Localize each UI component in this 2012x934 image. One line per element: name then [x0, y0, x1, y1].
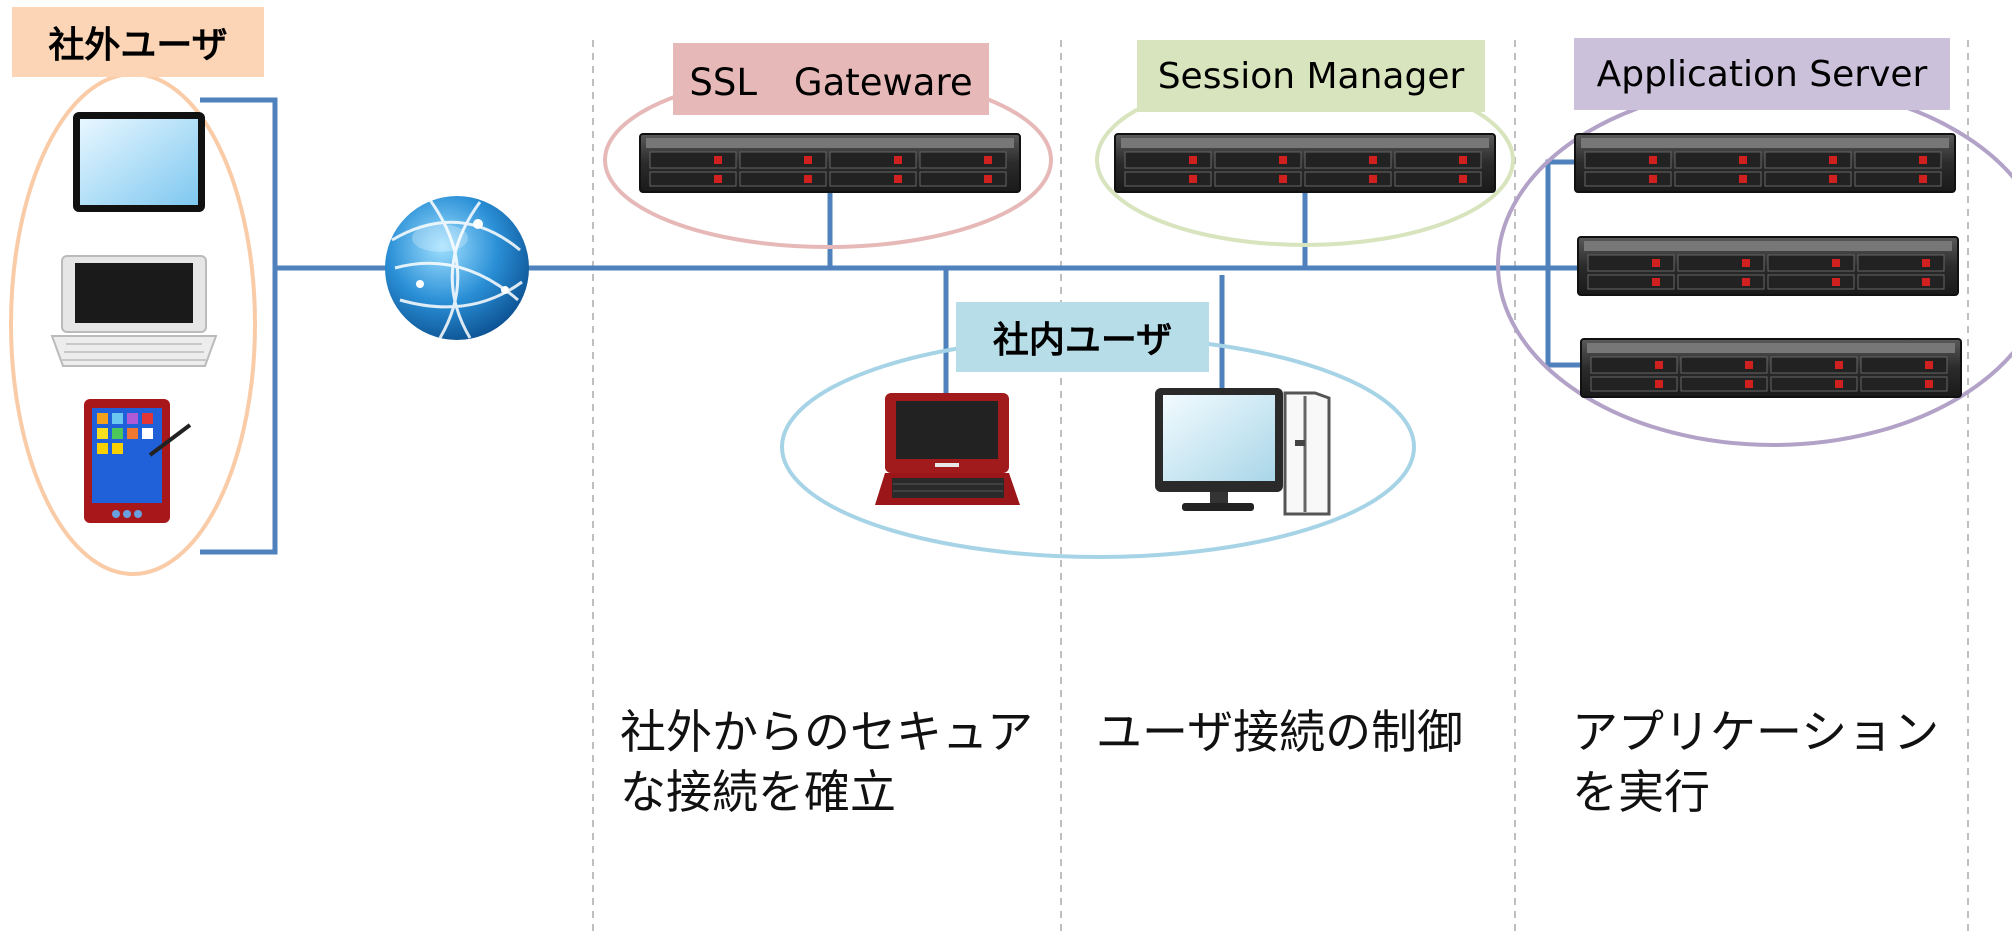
app-server-2-icon	[1577, 236, 1959, 296]
session-manager-label: Session Manager	[1137, 40, 1485, 112]
session-manager-description-line-1: ユーザ接続の制御	[1096, 705, 1464, 759]
external-users-label-text: 社外ユーザ	[48, 25, 228, 66]
application-server-label-text: Application Server	[1596, 53, 1928, 95]
external-users-label: 社外ユーザ	[12, 7, 264, 77]
app-server-1-icon	[1574, 133, 1956, 193]
desktop-pc-icon	[1155, 388, 1331, 516]
application-server-description-line-2: を実行	[1572, 765, 1710, 819]
network-connections	[200, 97, 1585, 555]
globe-icon	[385, 196, 529, 340]
laptop-icon	[875, 393, 1020, 505]
ssl-gateway-description: 社外からのセキュア な接続を確立	[620, 702, 1033, 822]
session-manager-server-icon	[1114, 133, 1496, 193]
app-server-bracket	[1545, 159, 1580, 368]
ssl-gateway-label-text: SSL Gateware	[689, 61, 973, 104]
external-users-bracket	[200, 97, 278, 555]
ssl-gateway-label: SSL Gateware	[673, 43, 989, 115]
internal-users-label-text: 社内ユーザ	[992, 320, 1173, 361]
ssl-gateway-description-line-1: 社外からのセキュア	[620, 705, 1034, 759]
ssl-gateway-server-icon	[639, 133, 1021, 193]
session-manager-label-text: Session Manager	[1157, 55, 1465, 97]
session-manager-description: ユーザ接続の制御	[1096, 702, 1463, 762]
internal-users-label: 社内ユーザ	[956, 302, 1209, 372]
application-server-description: アプリケーション を実行	[1572, 702, 1939, 822]
column-dividers	[592, 40, 1969, 934]
application-server-label: Application Server	[1574, 38, 1950, 110]
netbook-icon	[50, 255, 218, 367]
application-server-description-line-1: アプリケーション	[1572, 705, 1940, 759]
ssl-gateway-description-line-2: な接続を確立	[620, 765, 896, 819]
pen-tablet-icon	[84, 399, 192, 523]
app-server-3-icon	[1580, 338, 1962, 398]
tablet-icon	[73, 112, 205, 212]
